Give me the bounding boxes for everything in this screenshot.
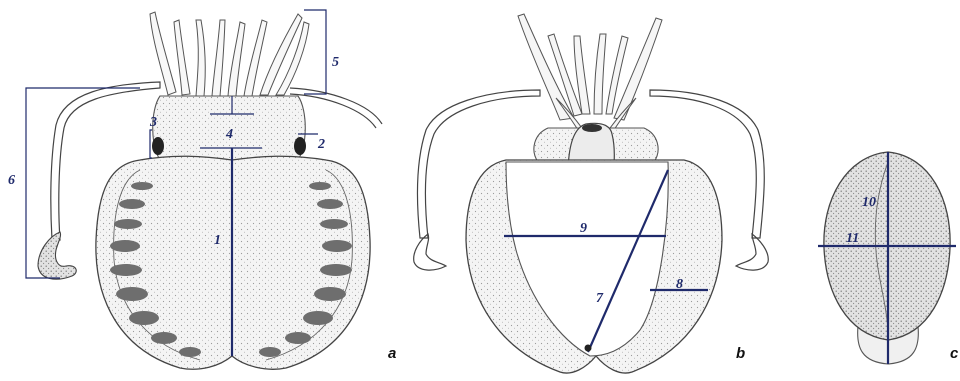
left-tentacle-club (38, 232, 76, 279)
label-head-width: 4 (225, 127, 233, 142)
panel-b-ventral-view: 7 8 9 b (414, 14, 769, 373)
label-fin-width: 8 (676, 277, 683, 292)
label-cuttlebone-length: 10 (862, 195, 876, 210)
label-diagonal: 7 (596, 291, 604, 306)
panel-label-c: c (950, 345, 959, 362)
label-tentacle-length: 6 (8, 173, 15, 188)
left-tentacle-club-b (414, 234, 446, 270)
label-eye-diameter: 2 (317, 137, 325, 152)
panel-label-b: b (736, 345, 745, 362)
funnel-opening (582, 124, 602, 132)
label-eye-distance: 3 (149, 115, 157, 130)
posterior-point (585, 345, 592, 352)
label-mantle-width: 9 (580, 221, 587, 236)
label-arm-length: 5 (332, 55, 339, 70)
label-cuttlebone-width: 11 (846, 231, 859, 246)
eye-distance-bracket (150, 130, 152, 158)
label-mantle-length: 1 (214, 233, 221, 248)
panel-c-cuttlebone: 10 11 c (818, 152, 959, 364)
panel-a-dorsal-view: 1 2 3 4 5 6 a (8, 10, 396, 369)
right-eye (294, 137, 306, 155)
left-eye (152, 137, 164, 155)
arm-crown (150, 12, 309, 96)
arm-length-bracket (304, 10, 326, 94)
right-tentacle-club-b (736, 234, 768, 270)
panel-label-a: a (388, 345, 396, 362)
